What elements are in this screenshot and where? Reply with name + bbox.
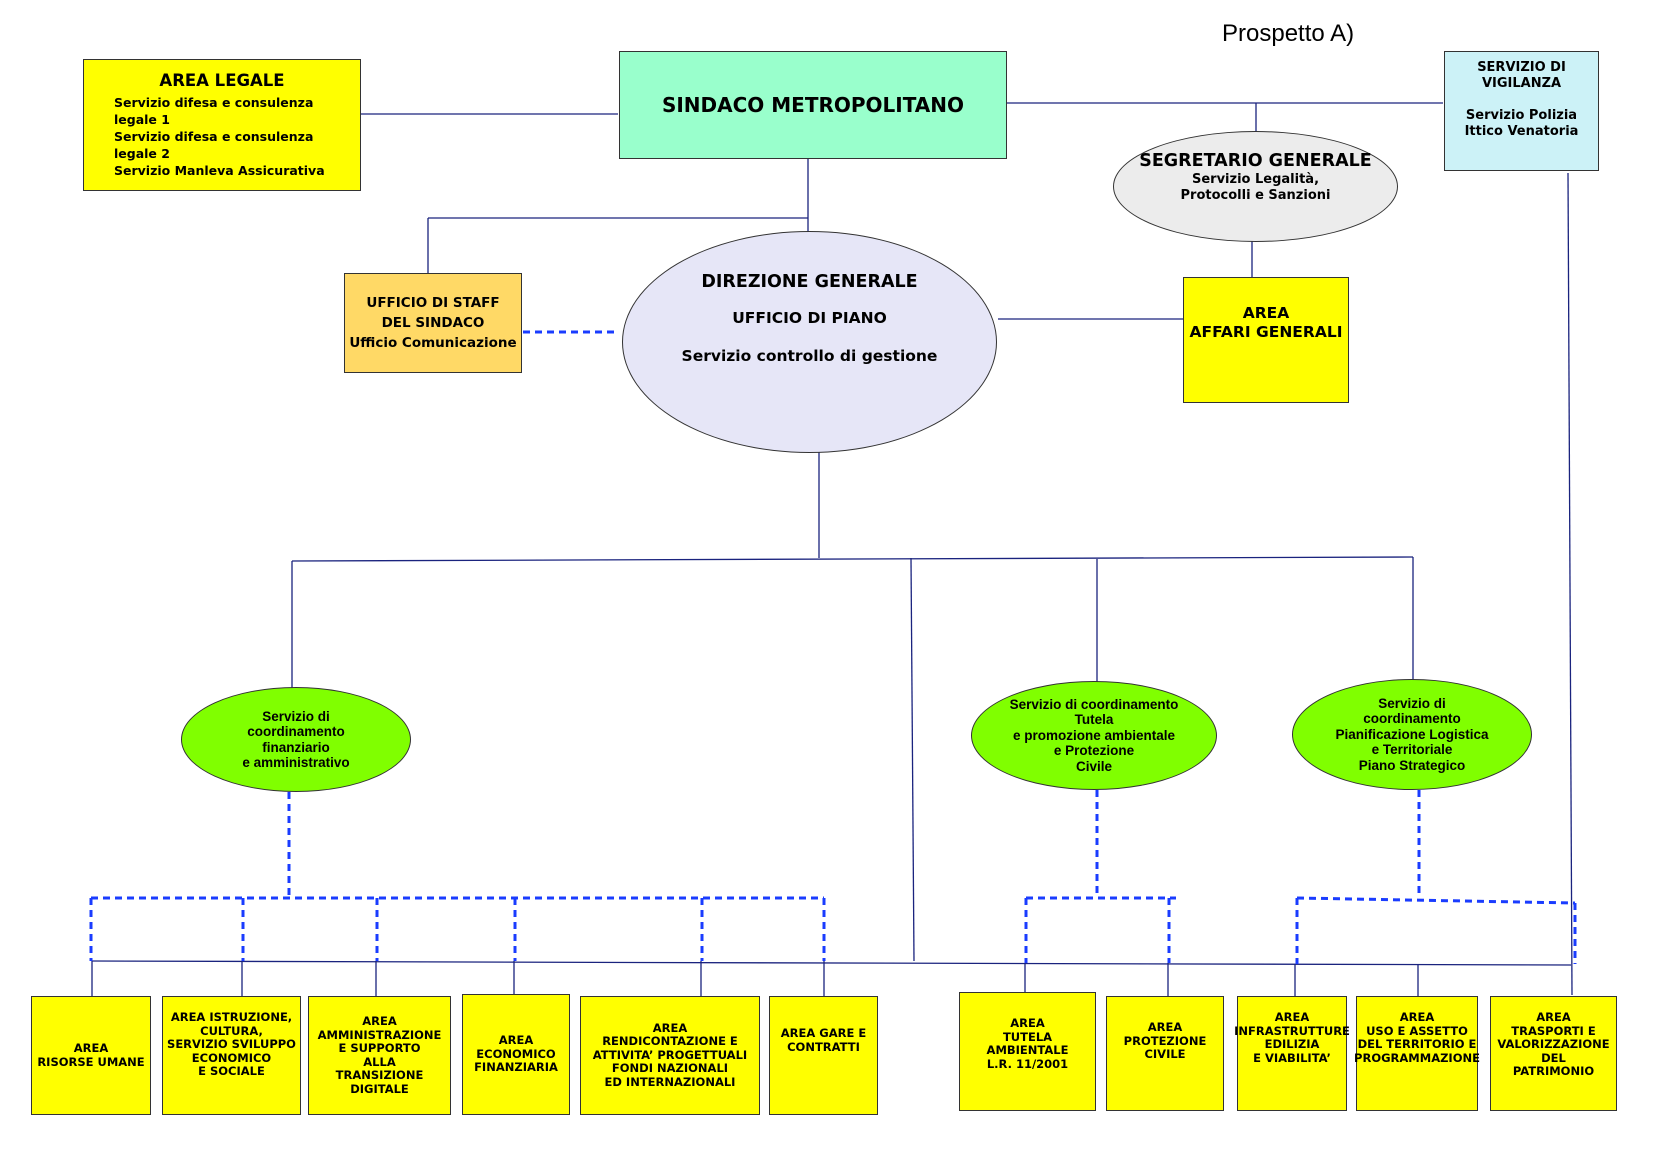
- affari-generali-line: AREA: [1242, 304, 1290, 322]
- vigilanza-line: VIGILANZA: [1481, 76, 1562, 91]
- area-infrastrutture-box: AREA INFRASTRUTTURE EDILIZIA E VIABILITA…: [1234, 996, 1350, 1111]
- coordinamento-line: coordinamento: [247, 724, 345, 739]
- area-line: AREA: [73, 1041, 109, 1055]
- vigilanza-line: Ittico Venatoria: [1464, 124, 1579, 139]
- area-line: DEL TERRITORIO E: [1357, 1037, 1477, 1051]
- coordinamento-pianificazione-ellipse: Servizio di coordinamento Pianificazione…: [1292, 679, 1532, 790]
- area-legale-line: Servizio difesa e consulenza legale 1: [114, 95, 314, 127]
- vigilanza-line: SERVIZIO DI: [1477, 60, 1566, 75]
- area-line: L.R. 11/2001: [986, 1056, 1069, 1071]
- area-line: AREA GARE E: [780, 1026, 867, 1040]
- area-line: ATTIVITA’ PROGETTUALI: [592, 1047, 748, 1062]
- coordinamento-line: e amministrativo: [242, 755, 350, 770]
- direzione-title: DIREZIONE GENERALE: [701, 272, 918, 292]
- area-line: AREA: [362, 1014, 397, 1028]
- area-legale-line: Servizio difesa e consulenza legale 2: [114, 129, 314, 161]
- area-line: AREA: [1274, 1010, 1310, 1024]
- area-legale-title: AREA LEGALE: [159, 71, 285, 90]
- area-economico-finanziaria-box: AREA ECONOMICO FINANZIARIA: [462, 994, 570, 1115]
- coordinamento-line: coordinamento: [1363, 711, 1461, 727]
- area-line: ECONOMICO: [476, 1046, 556, 1061]
- coordinamento-line: e Territoriale: [1371, 742, 1453, 758]
- area-line: INFRASTRUTTURE: [1234, 1023, 1350, 1038]
- area-line: FINANZIARIA: [474, 1060, 558, 1075]
- direzione-line: UFFICIO DI PIANO: [732, 309, 887, 327]
- sindaco-box: SINDACO METROPOLITANO: [619, 51, 1007, 159]
- area-line: DEL: [1541, 1050, 1566, 1065]
- coordinamento-line: Servizio di: [262, 708, 330, 724]
- vigilanza-box: SERVIZIO DI VIGILANZA Servizio Polizia I…: [1444, 51, 1599, 171]
- area-line: USO E ASSETTO: [1366, 1023, 1468, 1038]
- area-line: TRANSIZIONE DIGITALE: [335, 1068, 424, 1096]
- area-trasporti-patrimonio-box: AREA TRASPORTI E VALORIZZAZIONE DEL PATR…: [1490, 996, 1617, 1111]
- area-line: CULTURA,: [200, 1023, 263, 1038]
- direzione-line: Servizio controllo di gestione: [681, 347, 938, 365]
- area-line: CONTRATTI: [787, 1039, 860, 1054]
- area-protezione-civile-box: AREA PROTEZIONE CIVILE: [1106, 996, 1224, 1111]
- area-line: ECONOMICO: [191, 1050, 272, 1065]
- area-line: E SUPPORTO: [338, 1041, 421, 1055]
- direzione-ellipse: DIREZIONE GENERALE UFFICIO DI PIANO Serv…: [622, 231, 997, 453]
- vigilanza-line: Servizio Polizia: [1465, 108, 1578, 123]
- area-line: ALLA: [363, 1054, 396, 1069]
- area-line: PATRIMONIO: [1512, 1064, 1595, 1078]
- area-line: AREA: [1399, 1010, 1435, 1024]
- area-uso-assetto-territorio-box: AREA USO E ASSETTO DEL TERRITORIO E PROG…: [1354, 996, 1480, 1111]
- area-line: AREA: [1536, 1010, 1571, 1024]
- area-line: AREA: [498, 1033, 534, 1048]
- area-line: ED INTERNAZIONALI: [604, 1074, 736, 1089]
- segretario-ellipse: SEGRETARIO GENERALE Servizio Legalità, P…: [1113, 131, 1398, 242]
- affari-generali-box: AREA AFFARI GENERALI: [1183, 277, 1349, 403]
- area-line: SERVIZIO SVILUPPO: [167, 1037, 296, 1051]
- coordinamento-line: Piano Strategico: [1358, 757, 1466, 773]
- area-line: E VIABILITA’: [1253, 1050, 1331, 1065]
- area-line: TRASPORTI E: [1511, 1023, 1596, 1038]
- affari-generali-line: AFFARI GENERALI: [1189, 323, 1343, 341]
- coordinamento-line: e promozione ambientale: [1012, 727, 1176, 743]
- area-legale-box: AREA LEGALE Servizio difesa e consulenza…: [83, 59, 361, 191]
- area-tutela-ambientale-box: AREA TUTELA AMBIENTALE L.R. 11/2001: [959, 992, 1096, 1111]
- coordinamento-line: Pianificazione Logistica: [1335, 726, 1489, 742]
- coordinamento-finanziario-ellipse: Servizio di coordinamento finanziario e …: [181, 687, 411, 792]
- coordinamento-line: Servizio di: [1378, 695, 1446, 711]
- area-line: E SOCIALE: [198, 1064, 265, 1078]
- segretario-title: SEGRETARIO GENERALE: [1139, 151, 1372, 171]
- page-title: Prospetto A): [1222, 20, 1355, 47]
- coordinamento-line: e Protezione: [1053, 743, 1135, 759]
- staff-box: UFFICIO DI STAFF DEL SINDACO Ufficio Com…: [344, 273, 522, 373]
- area-line: VALORIZZAZIONE: [1497, 1037, 1610, 1051]
- area-line: PROGRAMMAZIONE: [1354, 1050, 1480, 1065]
- area-risorse-umane-box: AREA RISORSE UMANE: [31, 996, 151, 1115]
- staff-line: Ufficio Comunicazione: [349, 335, 517, 351]
- segretario-line: Protocolli e Sanzioni: [1180, 188, 1331, 203]
- area-line: AMMINISTRAZIONE: [317, 1027, 442, 1042]
- area-legale-line: Servizio Manleva Assicurativa: [114, 163, 325, 178]
- segretario-line: Servizio Legalità,: [1191, 172, 1320, 187]
- area-line: AREA: [652, 1020, 688, 1035]
- area-amministrazione-box: AREA AMMINISTRAZIONE E SUPPORTO ALLA TRA…: [308, 996, 451, 1115]
- coordinamento-line: finanziario: [262, 739, 330, 755]
- area-line: AREA: [1010, 1016, 1045, 1030]
- staff-line: UFFICIO DI STAFF: [366, 295, 500, 311]
- staff-line: DEL SINDACO: [381, 315, 485, 331]
- area-rendicontazione-box: AREA RENDICONTAZIONE E ATTIVITA’ PROGETT…: [580, 996, 760, 1115]
- area-line: RENDICONTAZIONE E: [602, 1034, 738, 1049]
- coordinamento-line: Servizio di coordinamento: [1009, 696, 1179, 712]
- sindaco-label: SINDACO METROPOLITANO: [661, 93, 965, 117]
- area-line: PROTEZIONE CIVILE: [1123, 1033, 1207, 1061]
- area-line: AREA ISTRUZIONE,: [170, 1010, 293, 1024]
- area-istruzione-box: AREA ISTRUZIONE, CULTURA, SERVIZIO SVILU…: [162, 996, 301, 1115]
- coordinamento-line: Civile: [1075, 758, 1113, 774]
- area-line: RISORSE UMANE: [37, 1054, 145, 1069]
- area-line: EDILIZIA: [1264, 1037, 1320, 1051]
- area-line: FONDI NAZIONALI: [611, 1061, 729, 1076]
- coordinamento-line: Tutela: [1074, 712, 1114, 728]
- area-gare-contratti-box: AREA GARE E CONTRATTI: [769, 996, 878, 1115]
- coordinamento-tutela-ellipse: Servizio di coordinamento Tutela e promo…: [971, 681, 1217, 790]
- area-line: TUTELA AMBIENTALE: [986, 1029, 1069, 1057]
- area-line: AREA: [1147, 1020, 1183, 1034]
